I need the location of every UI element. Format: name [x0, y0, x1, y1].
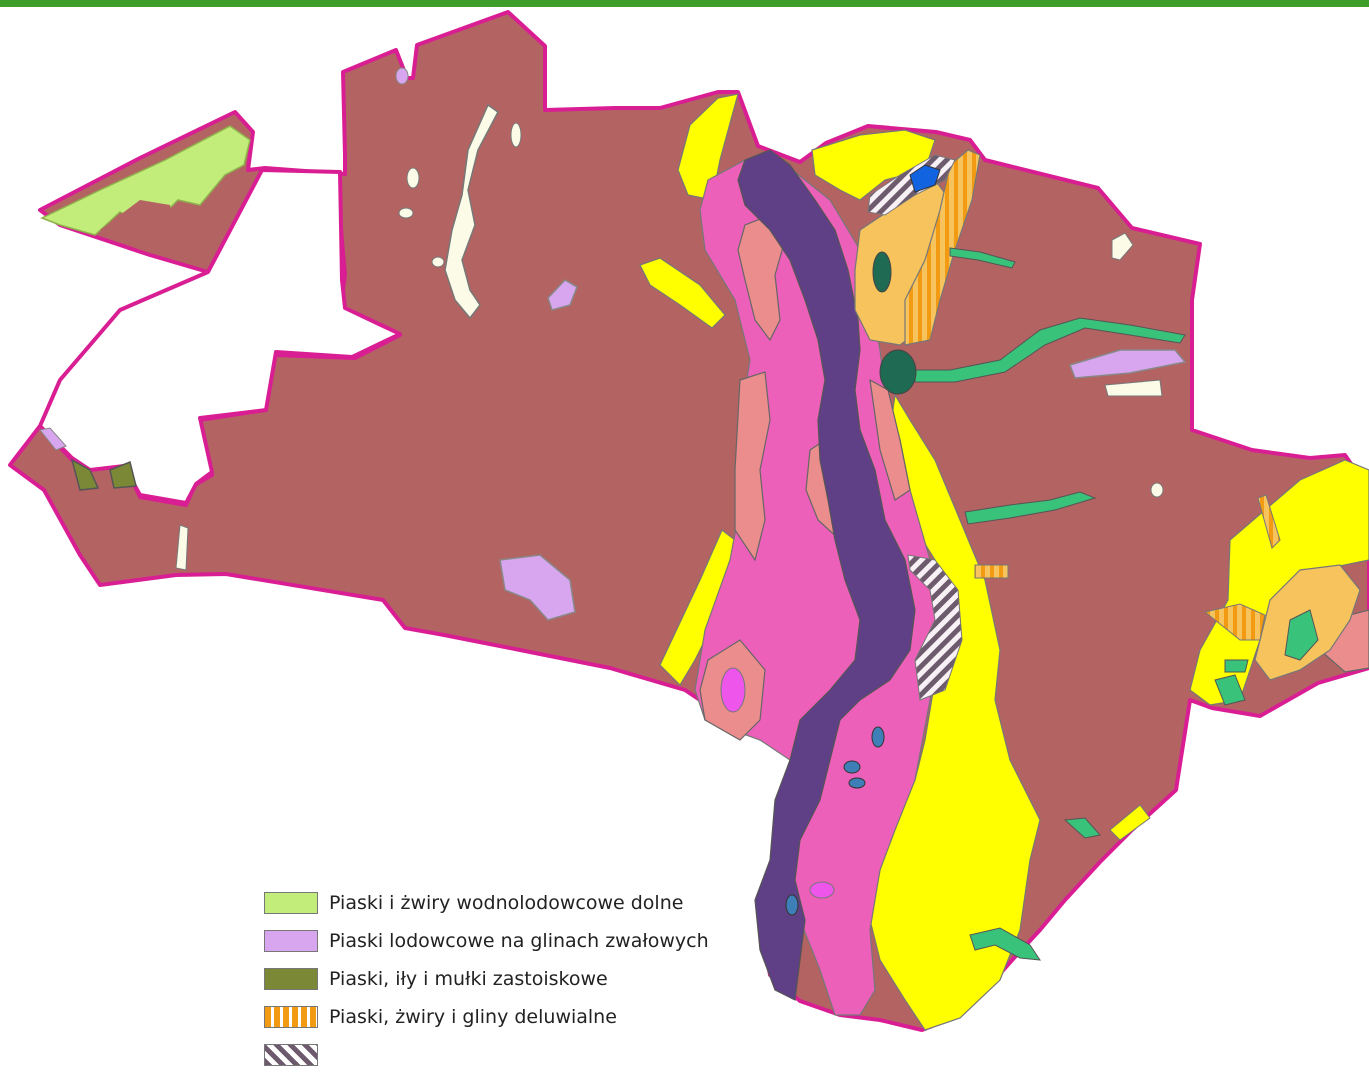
- legend-swatch: [264, 968, 318, 990]
- legend-label: Piaski, żwiry i gliny deluwialne: [329, 1006, 617, 1028]
- lens-1: [871, 726, 885, 748]
- peat-stream-3: [964, 491, 1097, 525]
- legend-swatch: [264, 1044, 318, 1066]
- hatched-patch-mid: [907, 554, 963, 701]
- yellow-sands-west-lens: [639, 257, 726, 329]
- lacustrine-patch: [70, 458, 100, 491]
- peat-patch-east: [1284, 609, 1319, 661]
- cream-dot-4: [431, 256, 445, 268]
- legend-item: Piaski i żwiry wodnolodowcowe dolne: [264, 884, 784, 922]
- legend-swatch: [264, 892, 318, 914]
- deluvial-stripe-east-2: [1257, 494, 1281, 549]
- dark-teal-patch-1: [879, 349, 917, 395]
- legend-item: Piaski lodowcowe na glinach zwałowych: [264, 922, 784, 960]
- fluvioglacial-patch-nw: [40, 125, 251, 236]
- top-accent-bar: [0, 0, 1369, 7]
- legend-label: Piaski i żwiry wodnolodowcowe dolne: [329, 892, 684, 914]
- peat-patch-east-3: [1224, 659, 1249, 673]
- water-body: [909, 164, 941, 193]
- cream-dot-5: [1150, 482, 1164, 498]
- peat-stream-4: [969, 927, 1042, 961]
- glacial-sand-patch-4: [395, 67, 409, 85]
- excluded-area: [38, 168, 402, 505]
- lens-3: [848, 777, 866, 789]
- glacial-sand-patch-3: [1069, 349, 1187, 379]
- legend-swatch: [264, 930, 318, 952]
- peat-stream-1: [949, 247, 1016, 269]
- deluvial-stripe-north: [904, 149, 981, 346]
- glacial-sand-patch-5: [39, 427, 67, 451]
- map-legend: Piaski i żwiry wodnolodowcowe dolne Pias…: [264, 884, 784, 1074]
- till-finger-nw: [100, 200, 175, 250]
- glacial-sand-patch-1: [499, 554, 576, 621]
- cream-dot-1: [406, 167, 420, 189]
- lens-4: [785, 894, 799, 916]
- legend-label: Piaski lodowcowe na glinach zwałowych: [329, 930, 709, 952]
- deluvial-stripe-east: [1203, 603, 1266, 641]
- legend-label: Piaski, iły i mułki zastoiskowe: [329, 968, 608, 990]
- cream-patch-north: [444, 103, 499, 320]
- alluvial-valley: [737, 149, 916, 1001]
- cream-dot-3: [510, 122, 522, 148]
- dark-teal-patch-2: [872, 251, 892, 293]
- geological-map: [8, 10, 1369, 1032]
- peat-stream-5: [1063, 817, 1101, 839]
- peat-patch-east-2: [1214, 674, 1246, 706]
- legend-item: [264, 1036, 784, 1074]
- legend-item: Piaski, iły i mułki zastoiskowe: [264, 960, 784, 998]
- peat-stream-2: [914, 317, 1186, 383]
- glacial-sand-patch-2: [547, 279, 578, 311]
- cream-patch-east: [1104, 379, 1163, 397]
- cream-patch-ne: [1111, 232, 1134, 261]
- legend-swatch: [264, 1006, 318, 1028]
- deluvial-stripe-small: [974, 564, 1009, 579]
- lacustrine-patch-2: [109, 460, 137, 489]
- yellow-sands-southeast: [1109, 804, 1151, 841]
- salmon-patch-2: [734, 371, 771, 562]
- cream-patch-west: [175, 524, 189, 571]
- lens-2: [843, 760, 861, 774]
- legend-item: Piaski, żwiry i gliny deluwialne: [264, 998, 784, 1036]
- magenta-patch-1: [720, 667, 746, 713]
- cream-dot-2: [398, 207, 414, 219]
- magenta-patch-2: [809, 881, 835, 899]
